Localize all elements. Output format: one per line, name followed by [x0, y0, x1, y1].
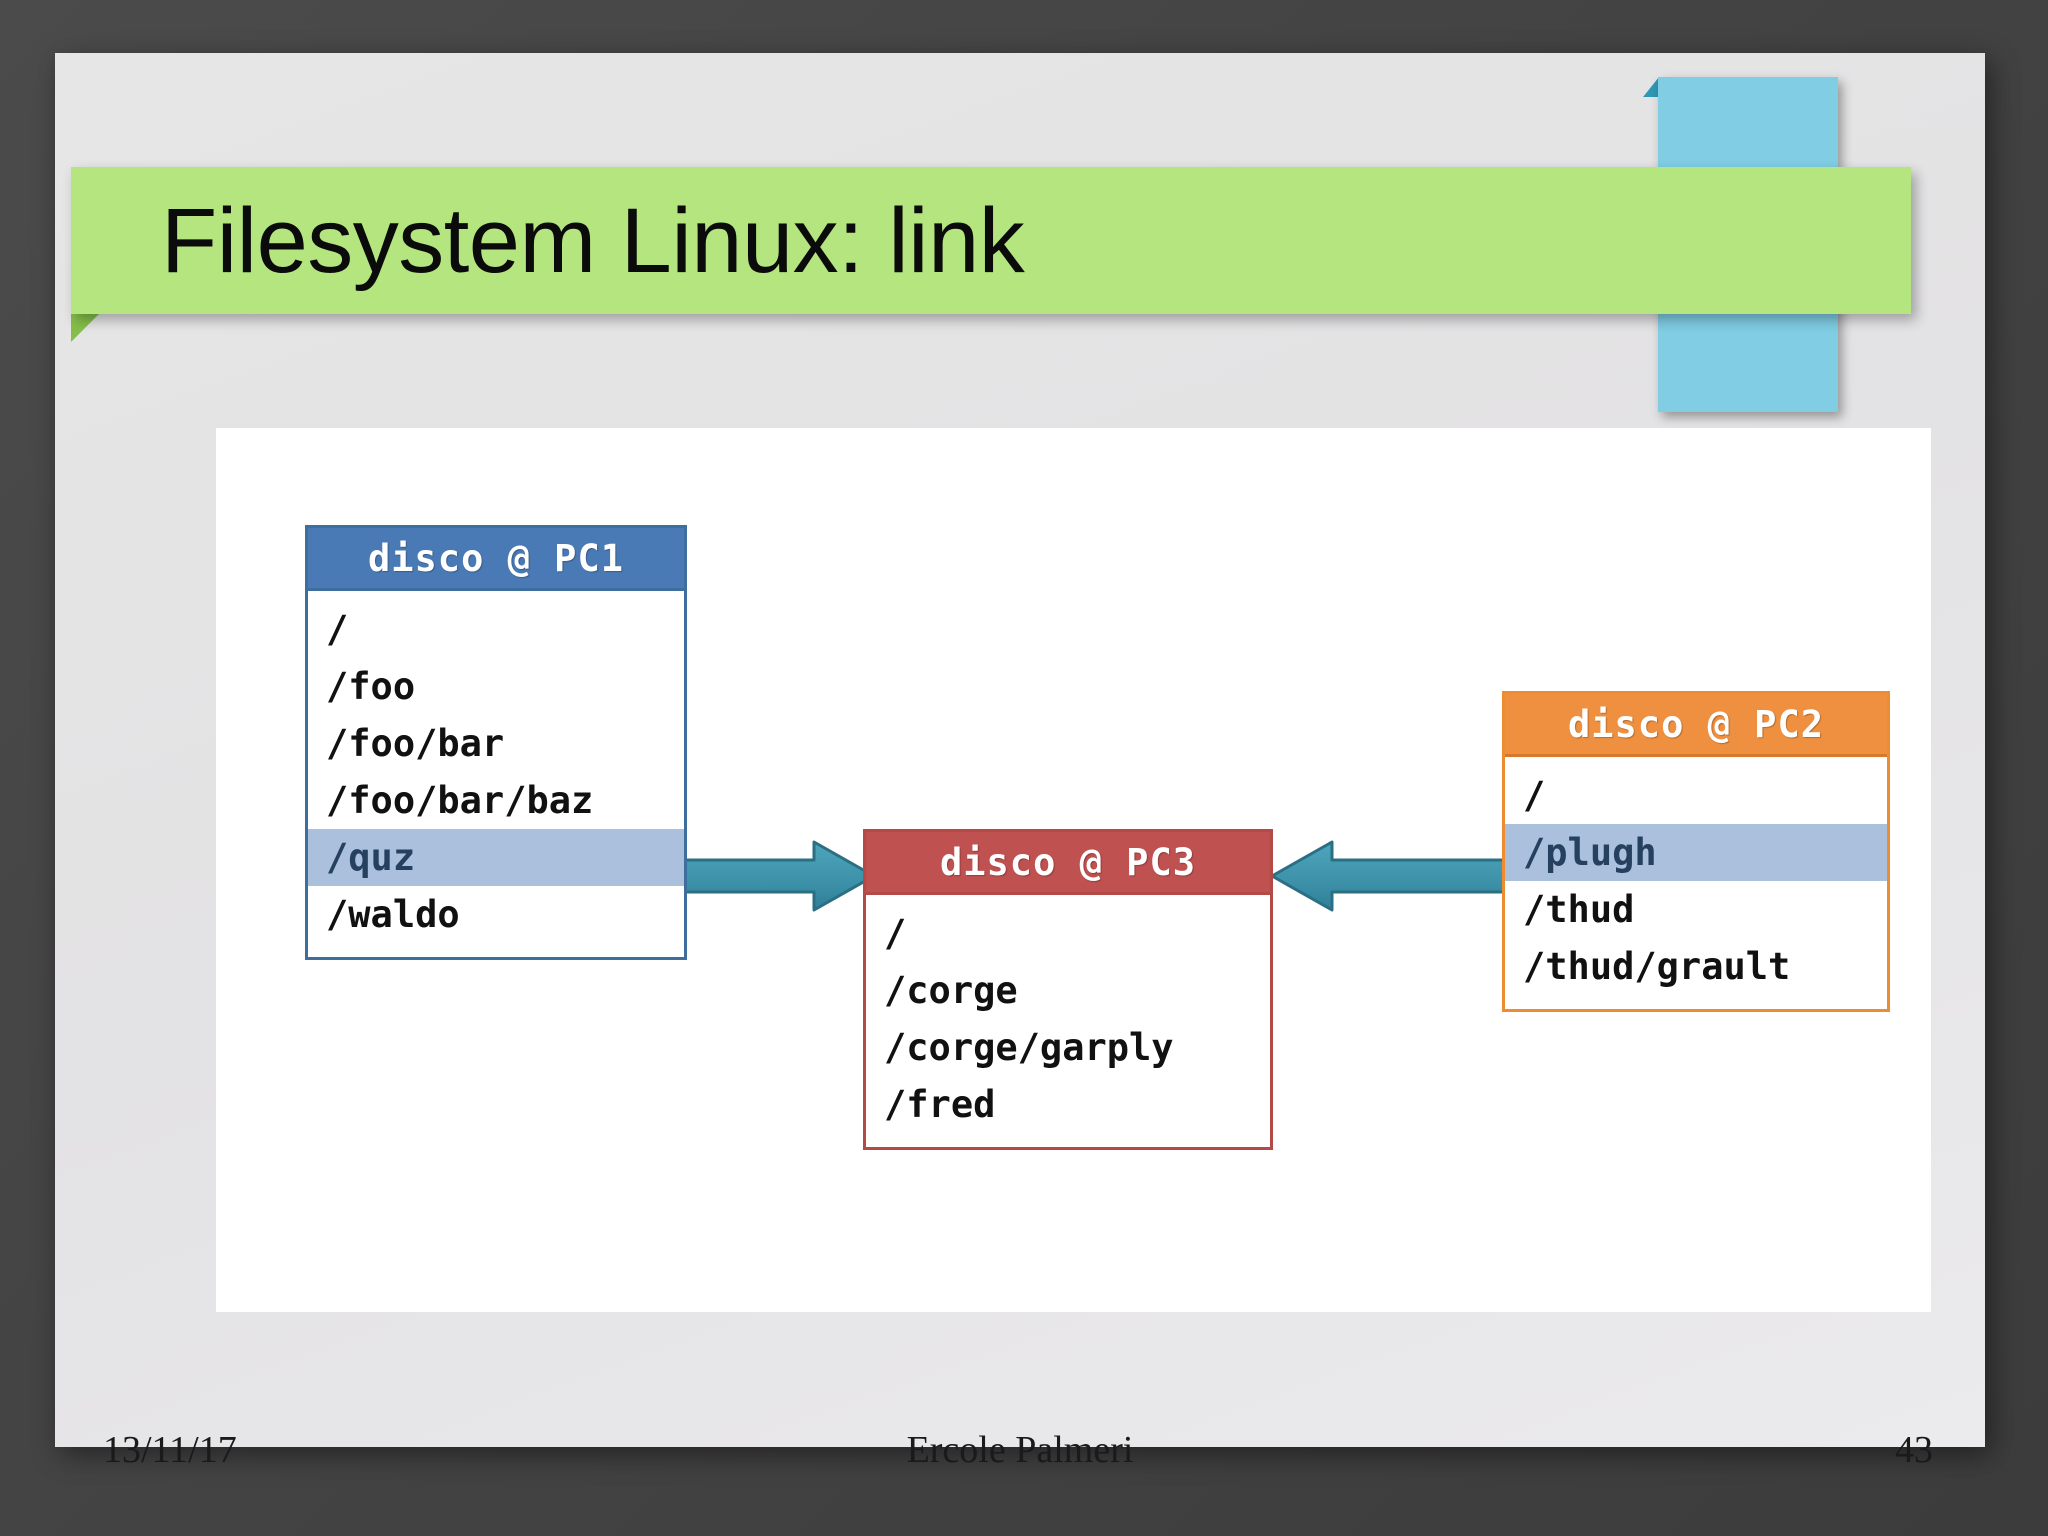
list-item: /: [884, 912, 907, 955]
footer-date: 13/11/17: [103, 1429, 237, 1471]
disk-header-pc2: disco @ PC2: [1505, 694, 1887, 757]
slide-canvas: Filesystem Linux: link disco @ PC1 / /fo…: [55, 53, 1985, 1471]
disk-box-pc3[interactable]: disco @ PC3 / /corge /corge/garply /fred: [863, 829, 1273, 1150]
list-item: /foo: [326, 665, 416, 708]
disk-box-pc1[interactable]: disco @ PC1 / /foo /foo/bar /foo/bar/baz…: [305, 525, 687, 960]
list-item-highlighted: /quz: [308, 829, 684, 886]
list-item: /corge/garply: [884, 1026, 1174, 1069]
page-title: Filesystem Linux: link: [161, 189, 1025, 292]
list-item: /thud/grault: [1523, 945, 1791, 988]
footer-page-number: 43: [1895, 1429, 1933, 1471]
disk-box-pc2[interactable]: disco @ PC2 / /plugh /thud /thud/grault: [1502, 691, 1890, 1012]
list-item: /waldo: [326, 893, 460, 936]
list-item: /fred: [884, 1083, 996, 1126]
footer-author: Ercole Palmeri: [906, 1429, 1134, 1471]
disk-path-list-pc2: / /plugh /thud /thud/grault: [1505, 757, 1887, 1009]
list-item: /thud: [1523, 888, 1635, 931]
accent-tab-fold-icon: [1643, 77, 1659, 97]
list-item-highlighted: /plugh: [1505, 824, 1887, 881]
slide-footer: 13/11/17 Ercole Palmeri 43: [55, 1422, 1985, 1492]
title-banner-fold-icon: [71, 314, 99, 342]
disk-path-list-pc3: / /corge /corge/garply /fred: [866, 895, 1270, 1147]
disk-header-pc1: disco @ PC1: [308, 528, 684, 591]
arrow-left-icon-pc2-to-pc3: [1268, 839, 1508, 913]
disk-path-list-pc1: / /foo /foo/bar /foo/bar/baz /quz /waldo: [308, 591, 684, 957]
title-banner: Filesystem Linux: link: [71, 167, 1911, 314]
list-item: /: [326, 608, 349, 651]
list-item: /: [1523, 774, 1546, 817]
list-item: /corge: [884, 969, 1018, 1012]
list-item: /foo/bar: [326, 722, 505, 765]
list-item: /foo/bar/baz: [326, 779, 594, 822]
disk-header-pc3: disco @ PC3: [866, 832, 1270, 895]
